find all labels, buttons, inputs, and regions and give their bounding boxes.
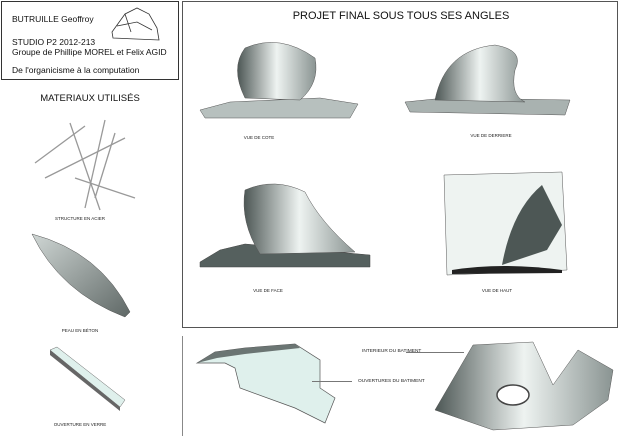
- steel-structure-image: [34, 119, 136, 211]
- front-view-image: [199, 183, 371, 268]
- view-label: VUE DE FACE: [253, 288, 283, 293]
- group-label: Groupe de Phillipe MOREL et Felix AGID: [12, 47, 167, 57]
- leader-line: [312, 381, 352, 382]
- concrete-skin-image: [31, 233, 131, 318]
- material-label: PEAU EN BÉTON: [61, 328, 99, 333]
- view-label: VUE DE DERRIERE: [470, 133, 512, 138]
- title-block: BUTRUILLE Geoffroy STUDIO P2 2012-213 Gr…: [1, 1, 179, 80]
- material-label: STRUCTURE EN ACIER: [54, 216, 106, 221]
- interior-label: INTERIEUR DU BATIMENT: [362, 349, 422, 354]
- author-name: BUTRUILLE Geoffroy: [12, 14, 94, 24]
- view-label: VUE DE HAUT: [481, 288, 513, 293]
- project-subtitle: De l'organicisme à la computation: [12, 65, 140, 75]
- openings-image: [195, 343, 336, 424]
- views-title: PROJET FINAL SOUS TOUS SES ANGLES: [292, 10, 510, 22]
- material-label: OUVERTURE EN VERRE: [53, 422, 107, 427]
- views-panel: PROJET FINAL SOUS TOUS SES ANGLES: [182, 1, 618, 328]
- divider: [182, 336, 183, 436]
- leader-line: [406, 352, 464, 353]
- glass-opening-image: [49, 346, 126, 411]
- top-view-image: [443, 171, 568, 276]
- side-view-image: [199, 42, 359, 119]
- building-sketch-logo: [111, 7, 160, 41]
- interior-image: [434, 341, 614, 431]
- view-label: VUE DE COTE: [243, 135, 275, 140]
- openings-label: OUVERTURES DU BATIMENT: [358, 379, 425, 384]
- materials-title: MATERIAUX UTILISÉS: [40, 93, 140, 104]
- back-view-image: [404, 44, 571, 116]
- studio-label: STUDIO P2 2012-213: [12, 37, 96, 47]
